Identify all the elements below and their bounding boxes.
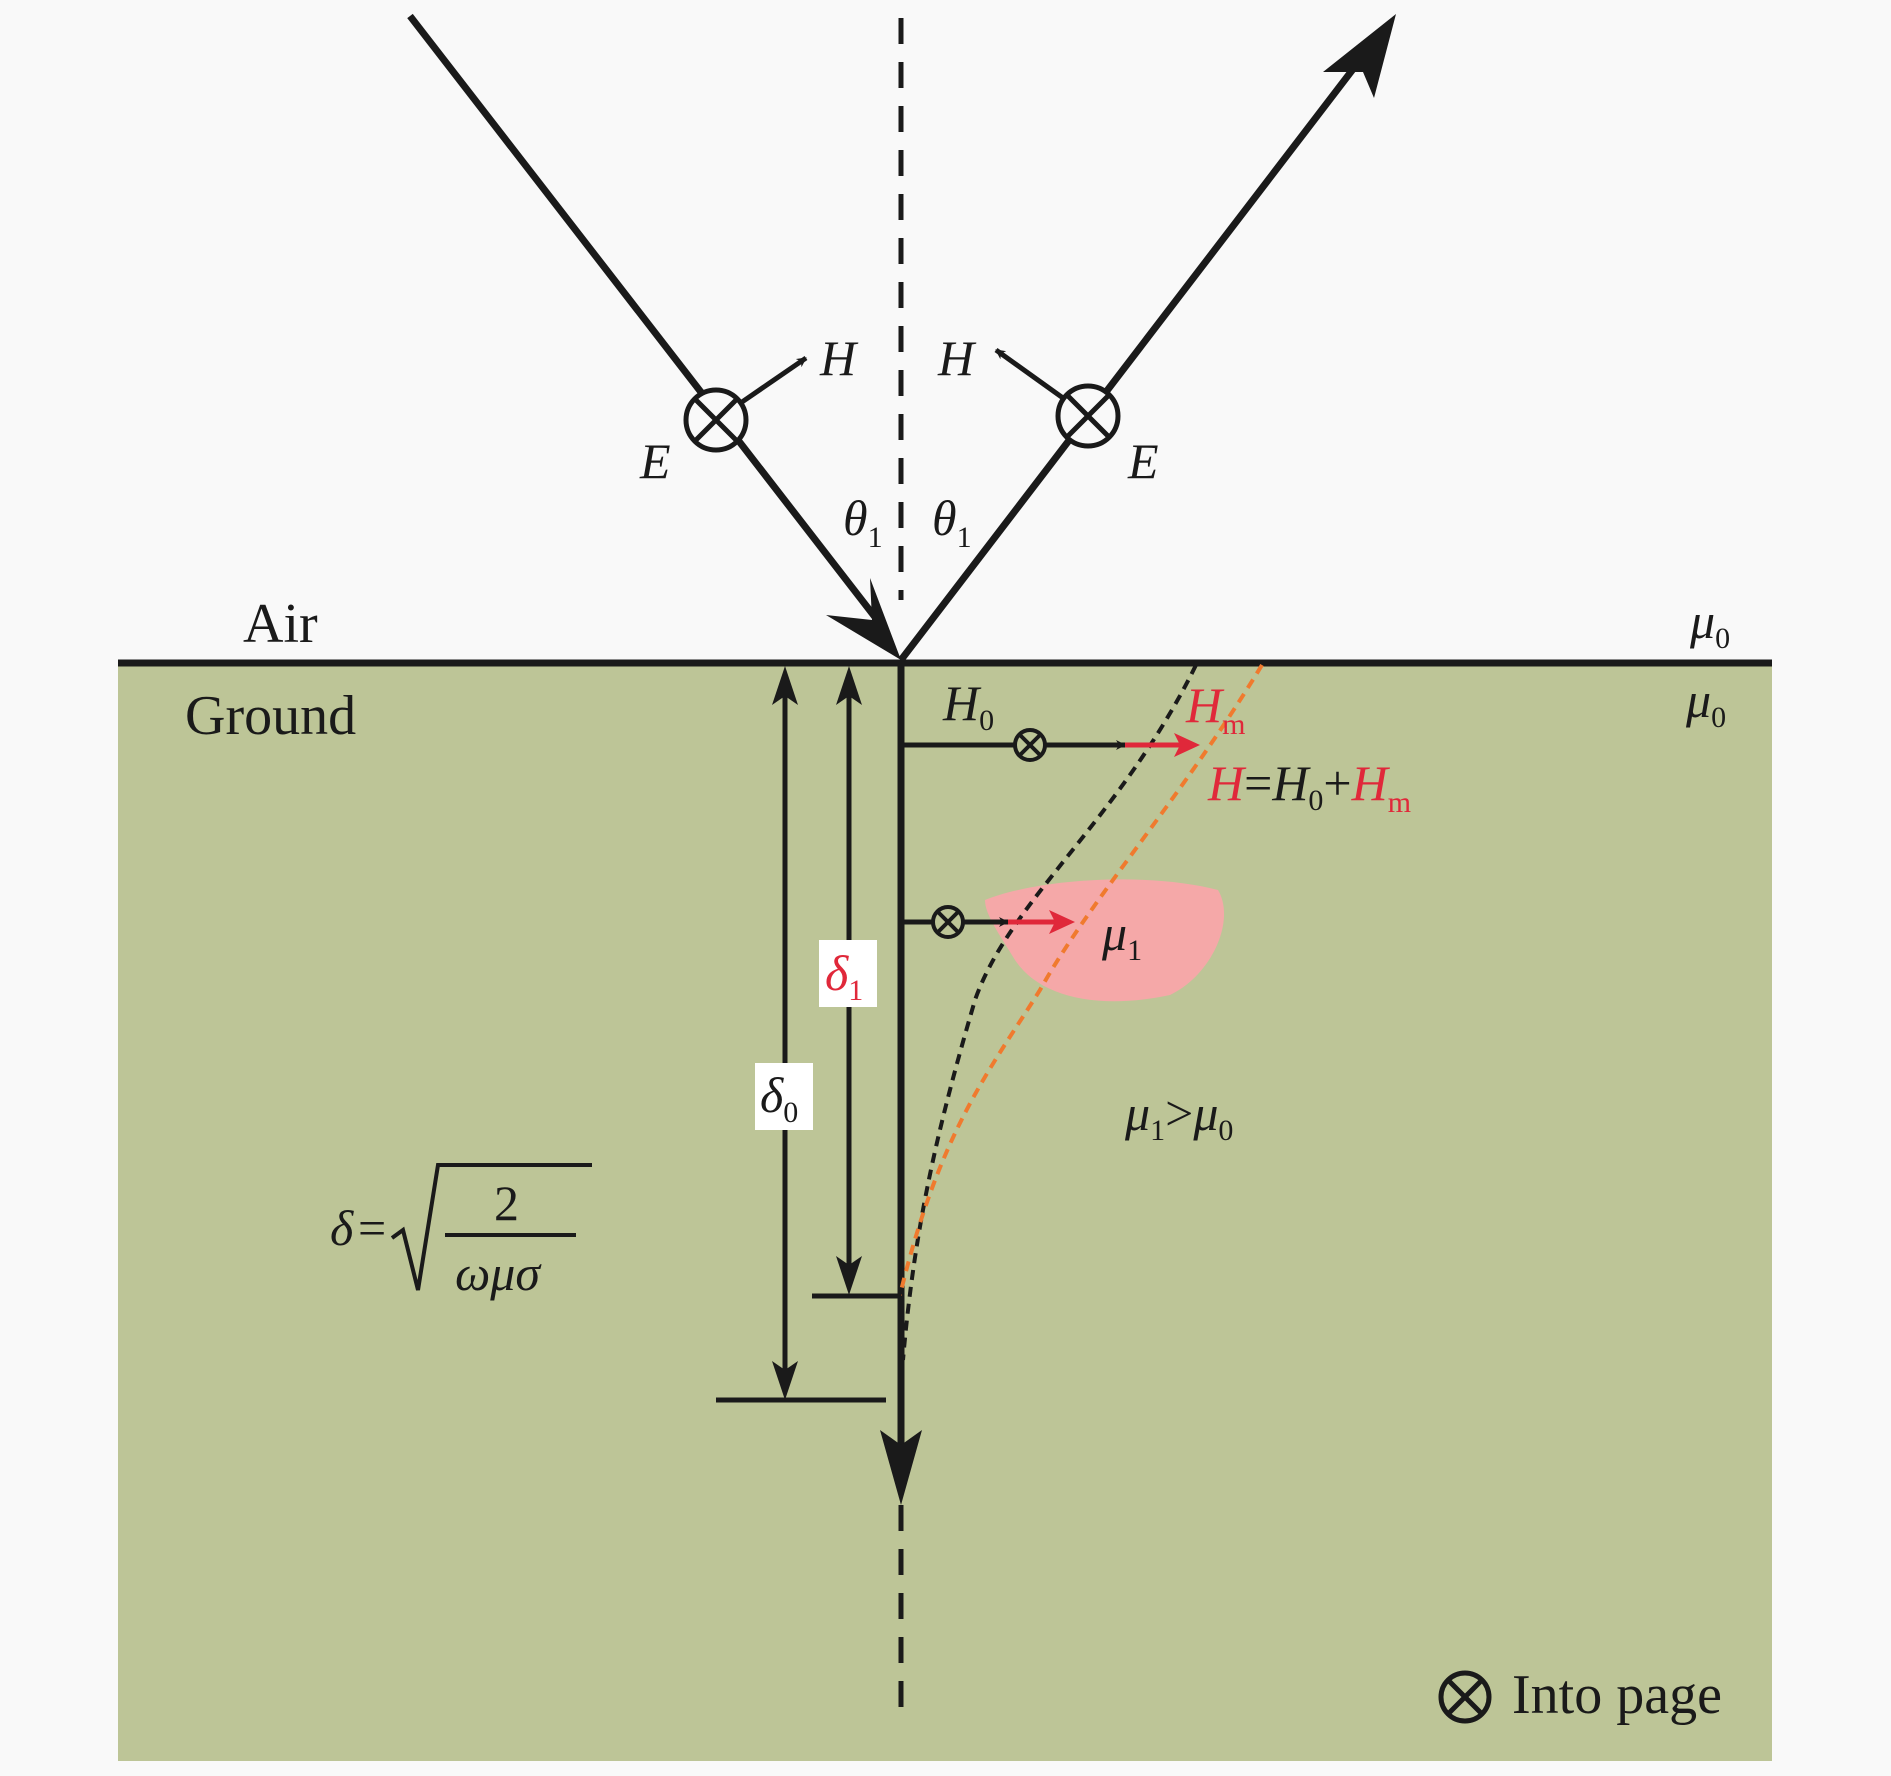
- svg-text:2: 2: [494, 1175, 519, 1231]
- h0-into-page-icon: [1013, 728, 1047, 762]
- depth-into-page-icon: [931, 905, 965, 939]
- ground-label: Ground: [185, 685, 356, 747]
- svg-text:=: =: [358, 1200, 386, 1256]
- delta1-arrow-top: [836, 666, 862, 705]
- incident-angle-label: θ1: [843, 490, 883, 554]
- legend: Into page: [1438, 1664, 1722, 1726]
- delta1-label-box: [819, 940, 877, 1007]
- hm-arrowhead-depth: [1049, 910, 1075, 934]
- permeability-inequality: μ1>μ0: [1124, 1085, 1233, 1147]
- total-field-equation: H=H0+Hm: [1207, 755, 1411, 819]
- delta0-label: δ0: [760, 1067, 798, 1129]
- incident-h-label: H: [819, 330, 859, 386]
- delta0-label-box: [755, 1063, 813, 1130]
- radical-sign: [390, 1163, 592, 1291]
- h-total-decay-curve: [898, 663, 1264, 1296]
- incident-e-into-page-icon: [683, 387, 749, 453]
- air-permeability-label: μ0: [1689, 593, 1730, 655]
- hm-label: Hm: [1185, 677, 1245, 741]
- delta1-label: δ1: [825, 945, 863, 1007]
- air-label: Air: [243, 593, 318, 655]
- incident-e-label: E: [639, 433, 671, 489]
- reflected-e-label: E: [1127, 433, 1159, 489]
- svg-text:δ: δ: [330, 1200, 354, 1256]
- incident-h-vector: [740, 355, 808, 405]
- delta0-arrow-top: [772, 666, 798, 705]
- skin-depth-formula: δ = 2 ωμσ: [330, 1163, 592, 1301]
- reflected-angle-label: θ1: [932, 490, 972, 554]
- high-permeability-anomaly: [985, 879, 1225, 1002]
- svg-text:ωμσ: ωμσ: [455, 1245, 542, 1301]
- incident-ray: [407, 13, 888, 633]
- delta1-arrow-bottom: [836, 1256, 862, 1295]
- reflected-e-into-page-icon: [1055, 383, 1121, 449]
- reflected-arrowhead: [1323, 14, 1396, 98]
- incident-arrowhead: [826, 578, 901, 660]
- into-page-legend-icon: [1438, 1670, 1492, 1724]
- h0-label: H0: [942, 675, 994, 737]
- penetration-arrowhead: [880, 1430, 922, 1505]
- delta0-arrow-bottom: [772, 1361, 798, 1400]
- legend-text: Into page: [1512, 1664, 1722, 1726]
- ground-region: [118, 663, 1772, 1761]
- reflected-h-label: H: [937, 330, 977, 386]
- ground-permeability-label: μ0: [1685, 672, 1726, 734]
- reflected-ray: [898, 57, 1363, 663]
- hm-arrowhead-surface: [1174, 733, 1200, 757]
- anomaly-permeability-label: μ1: [1101, 905, 1142, 967]
- reflected-h-vector: [994, 347, 1065, 401]
